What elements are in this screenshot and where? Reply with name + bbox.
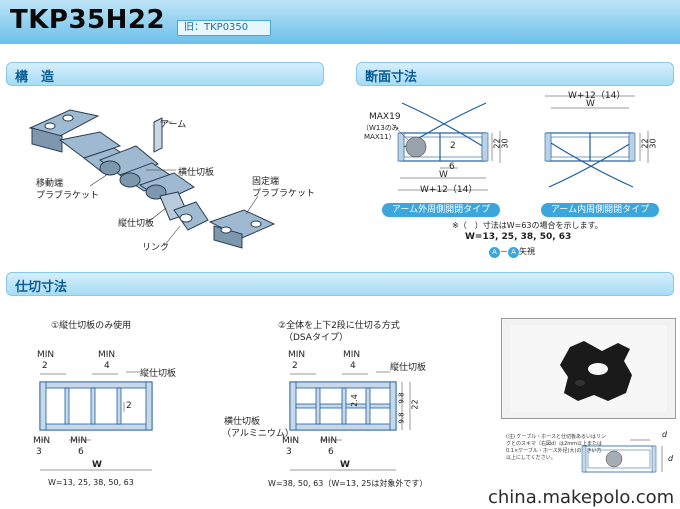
dim-w-left: W [439,170,448,180]
label-horizontal-partition: 横仕切板 [178,168,215,178]
label-arm: アーム [160,120,187,130]
min-label-7: MIN [282,436,300,446]
max-label: MAX19 [369,112,401,122]
cross-section-w-values: W=13, 25, 38, 50, 63 [465,232,572,242]
section-partition: 仕切寸法 [6,272,674,296]
section-cross-section-title: 断面寸法 [365,70,418,85]
w-values-1: W=13, 25, 38, 50, 63 [48,478,134,487]
photo-note: (注) ケーブル・ホースと仕切板あるいはリンクとのスキマ（右図d）は2mm以上ま… [506,434,606,461]
old-model-tag: 旧：TKP0350 [177,20,271,36]
photo-background [510,325,667,412]
method1-title: ①縦仕切板のみ使用 [51,321,132,331]
min-6-value: 6 [78,447,84,457]
view-a-icon: A [489,247,500,258]
label-moving-bracket: プラブラケット [36,191,100,201]
partition-plate-image [560,341,632,401]
w-label-2: W [340,460,350,470]
cross-section-note: ※（ ）寸法はW=63の場合を示します。 [452,221,603,230]
method2-title-1: ②全体を上下2段に仕切る方式 [278,321,400,331]
min-label-5: MIN [288,350,306,360]
dim-6: 6 [449,162,455,172]
dim-w-plus-right: W+12（14） [568,91,626,101]
dim-w-plus-left: W+12（14） [420,185,478,195]
min-6-value-2: 6 [328,447,334,457]
min-label-2: MIN [98,350,116,360]
model-number: TKP35H22 [10,5,166,35]
min-4-value: 4 [104,361,110,371]
dim-2-partition: 2 [126,401,132,411]
aluminum-label: （アルミニウム） [222,429,294,439]
min-3-value: 3 [36,447,42,457]
section-structure-title: 構 造 [15,70,55,85]
section-structure: 構 造 [6,62,324,86]
min-label-6: MIN [343,350,361,360]
view-text: 矢視 [519,247,535,256]
max-note-1: （W13のみ [362,124,399,132]
horizontal-partition-label: 横仕切板 [224,417,261,427]
min-label-3: MIN [33,436,51,446]
dim-2: 2 [450,141,456,151]
w-values-2: W=38, 50, 63（W=13, 25は対象外です） [268,479,428,488]
partition-photo [501,318,676,419]
type-inner-badge: アーム内周側開閉タイプ [541,203,659,217]
min-3-value-2: 3 [286,447,292,457]
min-label-4: MIN [70,436,88,446]
min-2-value: 2 [42,361,48,371]
section-partition-title: 仕切寸法 [15,280,68,295]
min-2-value-2: 2 [292,361,298,371]
type-outer-badge: アーム外周側開閉タイプ [382,203,500,217]
page-header: TKP35H22 旧：TKP0350 [0,0,680,44]
method2-title-2: （DSAタイプ） [284,333,348,343]
view-b-icon: A [508,247,519,258]
vertical-partition-label-1: 縦仕切板 [140,369,177,379]
watermark: china.makepolo.com [488,487,675,508]
min-4-value-2: 4 [350,361,356,371]
dim-w-right: W [586,99,595,109]
min-label-1: MIN [37,350,55,360]
label-fixed-end: 固定端 [252,177,280,187]
max-note-2: MAX11） [364,133,396,141]
gap-d-label-2: d [668,454,674,463]
section-cross-section: 断面寸法 [356,62,674,86]
vertical-partition-label-2: 縦仕切板 [390,363,427,373]
label-vertical-partition: 縦仕切板 [118,219,155,229]
w-label-1: W [92,460,102,470]
view-dash: － [500,247,508,256]
min-label-8: MIN [320,436,338,446]
label-fixed-bracket: プラブラケット [252,189,316,199]
label-moving-end: 移動端 [36,179,64,189]
gap-d-label-1: d [662,430,668,439]
label-link: リンク [142,243,170,253]
